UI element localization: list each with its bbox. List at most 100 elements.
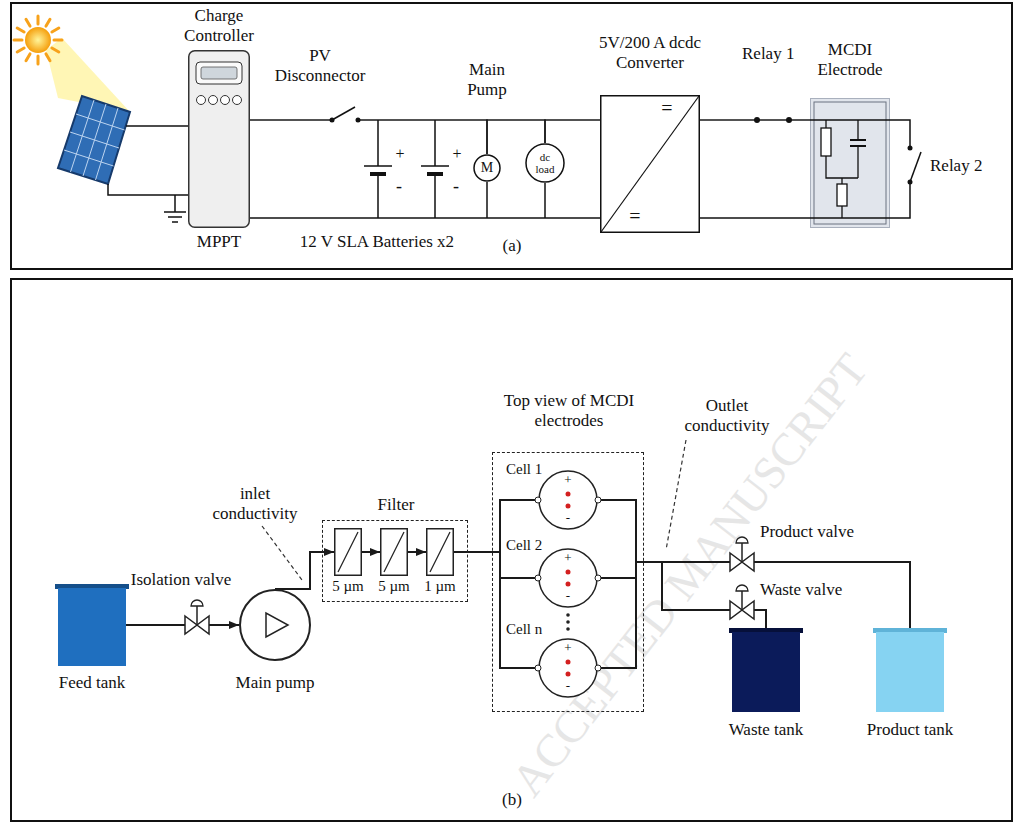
- wire-connector: [545, 120, 600, 143]
- shape-outline: [810, 98, 890, 228]
- wire: [377, 120, 379, 218]
- pipe-connector: [408, 551, 426, 553]
- pv-disconnect-switch: [330, 107, 361, 124]
- ground-symbol: [164, 195, 186, 222]
- polarity-mark: -: [393, 176, 405, 197]
- shape-outline: [430, 532, 450, 572]
- relay-switch: [908, 146, 922, 185]
- shape-outline: [338, 532, 358, 572]
- sun-icon: [14, 16, 62, 64]
- pipe-connector: [454, 552, 538, 578]
- shape-outline: [240, 590, 310, 660]
- switch-label: PV Disconnector: [270, 46, 370, 86]
- pipe-connector: [598, 562, 730, 668]
- feed-tank: Feed tank: [58, 588, 126, 666]
- mcdi-cell-group: Top view of MCDI electrodesCell 1+-Cell …: [492, 452, 644, 712]
- battery-symbol: [421, 165, 449, 167]
- shape-outline: [380, 528, 408, 576]
- node-symbol-text: +: [538, 640, 598, 656]
- shape-outline: [535, 665, 541, 671]
- solenoid-valve: Isolation valve: [185, 616, 209, 634]
- shape-outline: [837, 184, 847, 206]
- sun-icon: [52, 28, 59, 32]
- relay-label: Relay 1: [742, 44, 812, 64]
- sun-icon: [17, 28, 24, 32]
- solar-panel: [70, 132, 119, 148]
- solar-panel: [58, 96, 130, 184]
- battery-symbol: [427, 172, 443, 176]
- solar-panel: [76, 114, 125, 130]
- sun-icon: [54, 39, 62, 42]
- sun-icon: [46, 19, 50, 26]
- shape-outline: [566, 660, 571, 665]
- shape-outline: [821, 128, 831, 156]
- shape-outline: [742, 601, 754, 619]
- shape-outline: [535, 497, 541, 503]
- pipe-connector: [362, 551, 380, 553]
- shape-outline: [810, 120, 890, 218]
- filter-cartridge: 1 µm: [426, 528, 454, 576]
- node-symbol-text: MPPT: [178, 232, 260, 252]
- battery-symbol: [370, 172, 386, 176]
- sun-icon: [26, 19, 30, 26]
- node-label: Cell 2: [506, 536, 546, 554]
- solenoid-valve: Waste valve: [730, 601, 754, 619]
- battery-symbol: [364, 165, 392, 167]
- wire: [544, 183, 546, 218]
- wire: [486, 182, 488, 218]
- wire: [890, 120, 910, 146]
- sun-icon: [14, 39, 22, 42]
- shape-outline: [601, 96, 699, 232]
- shape-outline: [185, 616, 197, 634]
- leader-line: [262, 526, 302, 580]
- battery-symbol: [364, 166, 449, 174]
- shape-outline: [566, 582, 571, 587]
- wire-connector: [250, 120, 487, 154]
- solenoid-valve: Product valve: [730, 553, 754, 571]
- leader-line: [666, 440, 686, 550]
- shape-outline: [221, 96, 230, 105]
- shape-outline: [196, 62, 242, 84]
- pipe-connector: [754, 562, 910, 632]
- sun-icon: [26, 54, 30, 61]
- sun-icon: [52, 48, 59, 52]
- shape-outline: [601, 96, 700, 233]
- pv-disconnect-switch: [334, 112, 356, 124]
- shape-outline: [730, 601, 754, 619]
- node-label: Isolation valve: [106, 570, 256, 590]
- node-label: Cell 1: [506, 460, 546, 478]
- node-symbol-text: M: [473, 159, 501, 177]
- relay-switch: [910, 152, 921, 182]
- shape-outline: [384, 532, 404, 572]
- shape-outline: [185, 616, 209, 634]
- shape-outline: [730, 553, 742, 571]
- pipe-connector: [209, 624, 239, 626]
- pipe-connector: [598, 562, 730, 610]
- node-label: (a): [482, 236, 542, 256]
- node-label: Filter: [323, 495, 469, 515]
- mcdi-cell: Cell n+-: [538, 638, 598, 698]
- pipe-connector: [126, 624, 185, 626]
- shape-outline: [595, 497, 601, 503]
- node-label: MCDI Electrode: [805, 40, 895, 80]
- shape-outline: [381, 529, 408, 576]
- shape-outline: [566, 570, 571, 575]
- polarity-mark: +: [451, 144, 463, 163]
- shape-outline: [876, 632, 944, 712]
- filter-cartridge: 5 µm: [334, 528, 362, 576]
- wire: [108, 184, 188, 195]
- shape-outline: [539, 471, 597, 529]
- shape-outline: [566, 504, 571, 509]
- node-label: Feed tank: [32, 673, 152, 693]
- product-tank: Product tank: [876, 632, 944, 712]
- node-label: 5 µm: [372, 578, 416, 595]
- relay-label: Relay 2: [930, 156, 1000, 176]
- pipe-connector: [598, 500, 730, 562]
- shape-outline: [335, 529, 362, 576]
- shape-outline: [736, 585, 748, 591]
- node-label: Top view of MCDI electrodes: [493, 391, 645, 431]
- shape-outline: [474, 155, 500, 181]
- relay-contact: [754, 117, 760, 123]
- shape-outline: [233, 96, 242, 105]
